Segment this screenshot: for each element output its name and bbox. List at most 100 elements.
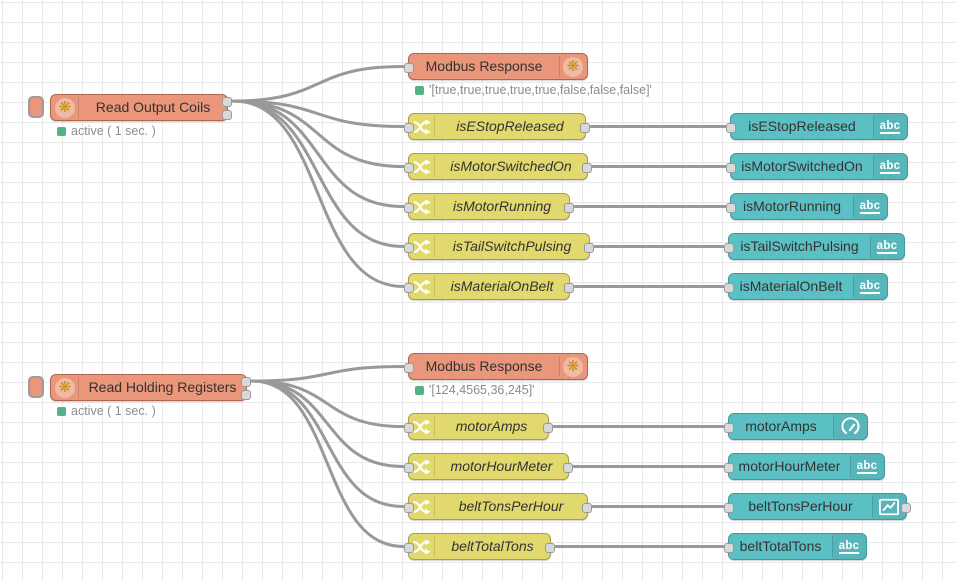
input-port[interactable] bbox=[724, 242, 734, 253]
node-trigger-button[interactable] bbox=[28, 96, 44, 118]
output-port[interactable] bbox=[241, 390, 251, 400]
node-read-holding-registers[interactable]: ❋Read Holding Registers bbox=[50, 374, 251, 401]
input-port[interactable] bbox=[404, 242, 414, 253]
node-ch-isEStopReleased[interactable]: isEStopReleased bbox=[404, 113, 590, 140]
output-port[interactable] bbox=[901, 502, 911, 513]
output-port[interactable] bbox=[222, 97, 232, 107]
modbus-flower-icon: ❋ bbox=[563, 56, 583, 77]
node-label: beltTonsPerHour bbox=[748, 498, 853, 514]
node-ch-beltTonsPerHour[interactable]: beltTonsPerHour bbox=[404, 493, 592, 520]
node-label: motorHourMeter bbox=[738, 458, 841, 474]
node-label: Modbus Response bbox=[425, 358, 543, 374]
node-ch-isMotorSwitchedOn[interactable]: isMotorSwitchedOn bbox=[404, 153, 592, 180]
node-label: isMaterialOnBelt bbox=[739, 278, 843, 294]
wire[interactable] bbox=[250, 379, 405, 468]
wire[interactable] bbox=[231, 99, 405, 248]
status-dot-icon bbox=[57, 126, 66, 136]
node-ch-isMaterialOnBelt[interactable]: isMaterialOnBelt bbox=[404, 273, 574, 300]
node-label: isEStopReleased bbox=[748, 118, 856, 134]
node-ui-isEStopReleased[interactable]: isEStopReleased abc bbox=[726, 113, 908, 140]
output-port[interactable] bbox=[584, 242, 594, 253]
node-label: beltTonsPerHour bbox=[458, 498, 564, 514]
output-port[interactable] bbox=[545, 542, 555, 553]
input-port[interactable] bbox=[724, 542, 734, 553]
node-icon-region: abc bbox=[853, 274, 887, 299]
node-ui-beltTonsPerHour[interactable]: beltTonsPerHour bbox=[724, 493, 911, 520]
input-port[interactable] bbox=[724, 282, 734, 293]
output-port[interactable] bbox=[563, 462, 573, 473]
output-port[interactable] bbox=[582, 502, 592, 513]
node-trigger-button[interactable] bbox=[28, 376, 44, 398]
node-ch-motorAmps[interactable]: motorAmps bbox=[404, 413, 553, 440]
input-port[interactable] bbox=[404, 542, 414, 553]
input-port[interactable] bbox=[404, 502, 414, 513]
node-ch-isTailSwitchPulsing[interactable]: isTailSwitchPulsing bbox=[404, 233, 594, 260]
wire[interactable] bbox=[250, 365, 405, 383]
input-port[interactable] bbox=[404, 282, 414, 293]
node-ui-motorAmps[interactable]: motorAmps bbox=[724, 413, 868, 440]
abc-icon: abc bbox=[879, 119, 901, 134]
node-label: isEStopReleased bbox=[456, 118, 564, 134]
shuffle-icon bbox=[412, 238, 431, 255]
output-port[interactable] bbox=[241, 377, 251, 387]
node-icon-region bbox=[409, 234, 435, 259]
node-label: motorHourMeter bbox=[450, 458, 553, 474]
node-icon-region bbox=[409, 114, 435, 139]
wire[interactable] bbox=[231, 99, 405, 288]
output-port[interactable] bbox=[222, 110, 232, 120]
output-port[interactable] bbox=[564, 282, 574, 293]
node-ch-isMotorRunning[interactable]: isMotorRunning bbox=[404, 193, 574, 220]
node-status: '[124,4565,36,245]' bbox=[415, 383, 535, 397]
node-ch-beltTotalTons[interactable]: beltTotalTons bbox=[404, 533, 555, 560]
node-icon-region bbox=[409, 274, 435, 299]
input-port[interactable] bbox=[404, 202, 414, 213]
wire[interactable] bbox=[250, 379, 405, 508]
output-port[interactable] bbox=[582, 162, 592, 173]
node-modbus-response-1[interactable]: Modbus Response ❋ bbox=[404, 53, 588, 80]
node-ch-motorHourMeter[interactable]: motorHourMeter bbox=[404, 453, 573, 480]
node-read-output-coils[interactable]: ❋Read Output Coils bbox=[50, 94, 232, 121]
node-icon-region bbox=[409, 154, 435, 179]
abc-icon: abc bbox=[859, 279, 881, 294]
node-icon-region: ❋ bbox=[51, 375, 79, 400]
node-icon-region: abc bbox=[870, 234, 904, 259]
input-port[interactable] bbox=[724, 502, 734, 513]
node-modbus-response-2[interactable]: Modbus Response❋ bbox=[404, 353, 588, 380]
wire[interactable] bbox=[231, 99, 405, 168]
node-label: isTailSwitchPulsing bbox=[452, 238, 572, 254]
node-label: beltTotalTons bbox=[739, 538, 822, 554]
wire[interactable] bbox=[231, 99, 405, 208]
input-port[interactable] bbox=[726, 162, 736, 173]
abc-icon: abc bbox=[876, 239, 898, 254]
input-port[interactable] bbox=[404, 122, 414, 133]
wire[interactable] bbox=[250, 379, 405, 428]
input-port[interactable] bbox=[404, 162, 414, 173]
input-port[interactable] bbox=[404, 462, 414, 473]
node-label: Modbus Response bbox=[425, 58, 543, 74]
node-ui-isMaterialOnBelt[interactable]: isMaterialOnBelt abc bbox=[724, 273, 888, 300]
node-label: isMotorSwitchedOn bbox=[450, 158, 572, 174]
input-port[interactable] bbox=[404, 62, 414, 73]
node-icon-region: ❋ bbox=[559, 54, 587, 79]
input-port[interactable] bbox=[724, 422, 734, 433]
output-port[interactable] bbox=[580, 122, 590, 133]
wire[interactable] bbox=[231, 99, 405, 128]
output-port[interactable] bbox=[543, 422, 553, 433]
input-port[interactable] bbox=[726, 122, 736, 133]
shuffle-icon bbox=[412, 278, 431, 295]
wire[interactable] bbox=[250, 379, 405, 548]
input-port[interactable] bbox=[404, 422, 414, 433]
status-text: '[true,true,true,true,true,false,false,f… bbox=[429, 83, 652, 97]
node-icon-region bbox=[409, 194, 435, 219]
input-port[interactable] bbox=[726, 202, 736, 213]
output-port[interactable] bbox=[564, 202, 574, 213]
input-port[interactable] bbox=[404, 362, 414, 373]
wire[interactable] bbox=[231, 65, 405, 103]
input-port[interactable] bbox=[724, 462, 734, 473]
